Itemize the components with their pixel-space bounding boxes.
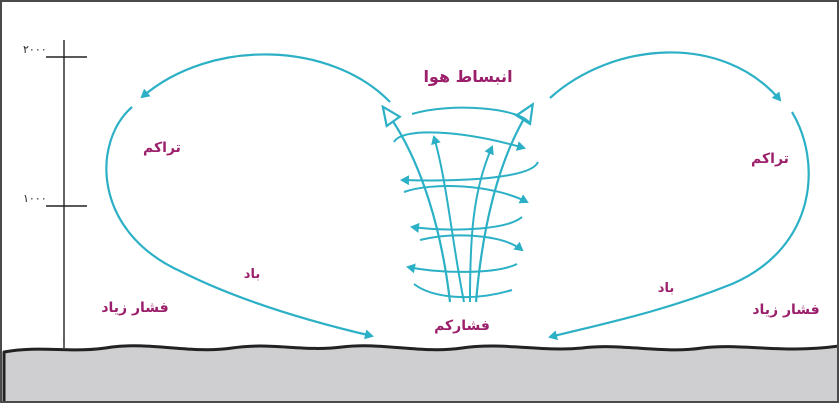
left-loop-upper-arrow xyxy=(140,53,391,103)
right-loop-downward-arrow xyxy=(548,111,810,341)
swirl-4 xyxy=(403,185,529,204)
swirl-7 xyxy=(406,263,518,274)
swirl-3 xyxy=(400,161,539,186)
label-compression-right: تراکم xyxy=(751,151,789,167)
rising-air-center xyxy=(431,135,465,303)
swirl-1 xyxy=(411,106,531,125)
label-expansion: انبساط هوا xyxy=(423,67,512,86)
label-wind-right: باد xyxy=(658,281,674,296)
label-low-pressure: فشارکم xyxy=(434,318,490,334)
rising-air-left xyxy=(388,114,452,303)
altitude-label-0: ۰ xyxy=(61,333,67,346)
label-high-pressure-right: فشار زیاد xyxy=(752,302,819,318)
altitude-label-2000: ۲۰۰۰ xyxy=(23,43,47,56)
swirl-5 xyxy=(410,216,523,233)
label-wind-left: باد xyxy=(244,267,260,282)
swirl-2 xyxy=(393,131,526,151)
right-loop-upper-arrow xyxy=(549,51,782,102)
altitude-label-1000: ۱۰۰۰ xyxy=(23,192,47,205)
swirl-8 xyxy=(413,283,513,299)
label-compression-left: تراکم xyxy=(143,140,181,156)
rising-air-right xyxy=(474,112,528,303)
rising-air-right-inner xyxy=(469,145,494,303)
left-loop-downward-arrow xyxy=(105,106,374,340)
ground xyxy=(2,344,837,401)
label-high-pressure-left: فشار زیاد xyxy=(101,300,168,316)
swirl-6 xyxy=(419,234,524,252)
